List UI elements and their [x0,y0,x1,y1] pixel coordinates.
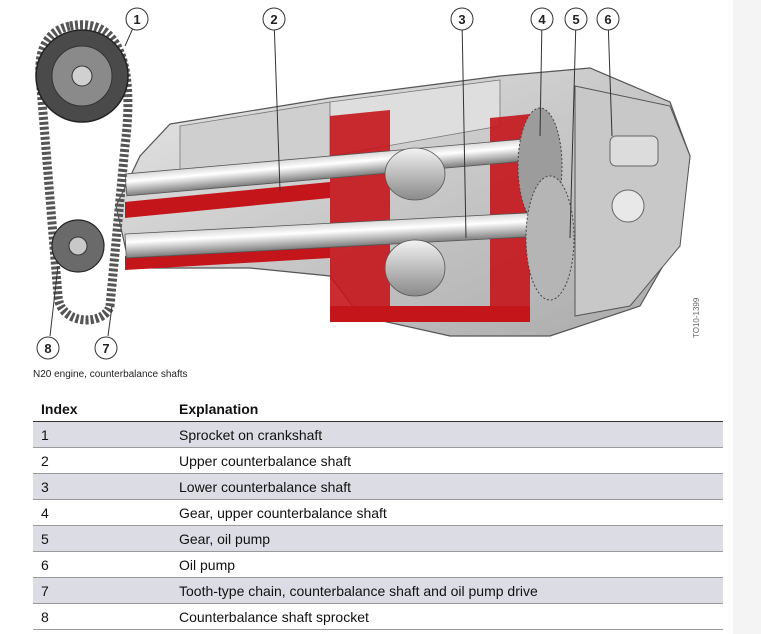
counterbalance-shaft-drawing: 1 2 3 4 5 [35,7,691,360]
table-row: 4 Gear, upper counterbalance shaft [33,499,723,526]
table-row: 8 Counterbalance shaft sprocket [33,603,723,630]
row-explanation: Gear, upper counterbalance shaft [171,499,723,526]
row-index: 8 [33,603,171,630]
table-row: 7 Tooth-type chain, counterbalance shaft… [33,577,723,604]
row-explanation: Counterbalance shaft sprocket [171,603,723,630]
callout-3: 3 [450,7,474,31]
column-header-explanation: Explanation [171,396,723,422]
row-explanation: Oil pump [171,551,723,578]
table-row: 2 Upper counterbalance shaft [33,447,723,474]
table-row: 5 Gear, oil pump [33,525,723,552]
gears [517,107,575,301]
svg-text:5: 5 [572,12,579,27]
chain-drive [35,20,133,325]
table-header-row: Index Explanation [33,396,723,422]
figure-caption: N20 engine, counterbalance shafts [33,369,188,380]
page-edge [733,0,761,634]
callout-6: 6 [596,7,620,31]
row-explanation: Lower counterbalance shaft [171,473,723,500]
callout-leaders [49,18,613,337]
row-index: 6 [33,551,171,578]
row-index: 3 [33,473,171,500]
oil-pump [574,85,691,317]
svg-text:6: 6 [604,12,611,27]
row-explanation: Tooth-type chain, counterbalance shaft a… [171,577,723,604]
row-index: 7 [33,577,171,604]
row-index: 4 [33,499,171,526]
table-row: 6 Oil pump [33,551,723,578]
row-explanation: Gear, oil pump [171,525,723,552]
figure-reference-code: TO10-1399 [692,297,701,338]
svg-text:2: 2 [270,12,277,27]
table-row: 3 Lower counterbalance shaft [33,473,723,500]
row-index: 5 [33,525,171,552]
lower-counterbalance-shaft [124,211,547,297]
callouts: 1 2 3 4 5 [36,7,620,360]
callout-7: 7 [94,336,118,360]
svg-text:8: 8 [44,341,51,356]
svg-text:1: 1 [133,12,140,27]
callout-2: 2 [262,7,286,31]
callout-5: 5 [564,7,588,31]
upper-counterbalance-shaft [124,136,546,201]
row-explanation: Upper counterbalance shaft [171,447,723,474]
row-index: 2 [33,447,171,474]
engine-illustration: 1 2 3 4 5 [30,6,730,368]
callout-4: 4 [530,7,554,31]
svg-text:4: 4 [538,12,546,27]
column-header-index: Index [33,396,171,422]
svg-text:7: 7 [102,341,109,356]
callout-8: 8 [36,336,60,360]
row-index: 1 [33,421,171,448]
svg-text:3: 3 [458,12,465,27]
index-explanation-table: Index Explanation 1 Sprocket on cranksha… [33,396,723,630]
table-row: 1 Sprocket on crankshaft [33,421,723,448]
callout-1: 1 [125,7,149,31]
row-explanation: Sprocket on crankshaft [171,421,723,448]
